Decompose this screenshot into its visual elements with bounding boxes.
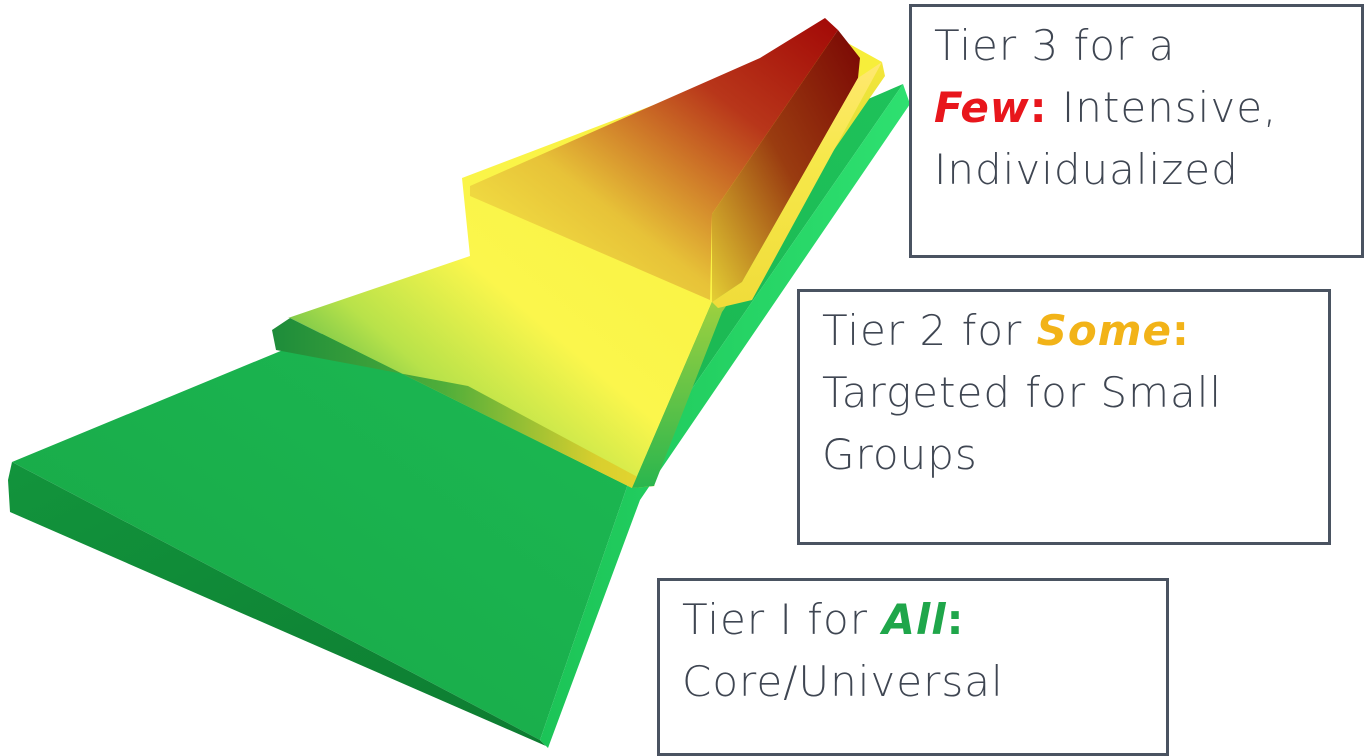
tier-1-step-side <box>540 84 910 748</box>
tier-3-step-face <box>712 62 882 308</box>
tier-3-keyword: Few <box>934 83 1030 132</box>
tier-2-prefix: Tier 2 for <box>822 306 1037 355</box>
tier-1-step-front <box>8 462 546 746</box>
tier-1-line-1: Tier I for All: <box>682 589 1166 651</box>
tier-3-prefix: Tier 3 for a <box>934 21 1176 70</box>
tier-2-step-side <box>632 62 885 488</box>
tier-3-step <box>470 18 882 308</box>
tier-2-label-box: Tier 2 for Some: Targeted for Small Grou… <box>797 289 1331 545</box>
tier-3-step-top <box>470 18 838 300</box>
tier-1-prefix: Tier I for <box>682 595 883 644</box>
tier-3-line-2: Few: Intensive, <box>934 77 1361 139</box>
tier-2-line-3: Groups <box>822 424 1328 486</box>
tier-3-colon: : <box>1029 83 1048 132</box>
tier-1-keyword: All <box>882 595 947 644</box>
tier-3-step-bevel <box>712 30 860 302</box>
tier-3-line-1: Tier 3 for a <box>934 15 1361 77</box>
tier-2-step-front <box>272 318 655 488</box>
tier-1-label-box: Tier I for All: Core/Universal <box>657 578 1169 756</box>
tier-3-label-box: Tier 3 for a Few: Intensive, Individuali… <box>909 4 1364 258</box>
tier-2-keyword: Some <box>1036 306 1173 355</box>
tier-3-description: Intensive, <box>1047 83 1278 132</box>
tier-2-detail: Groups <box>822 430 978 479</box>
tier-2-description: Targeted for Small <box>822 368 1223 417</box>
tier-1-colon: : <box>946 595 965 644</box>
tier-1-line-2: Core/Universal <box>682 651 1166 713</box>
tier-3-detail: Individualized <box>934 145 1239 194</box>
tier-2-line-2: Targeted for Small <box>822 362 1328 424</box>
tier-1-description: Core/Universal <box>682 657 1004 706</box>
tier-2-colon: : <box>1172 306 1190 355</box>
tier-3-line-3: Individualized <box>934 139 1361 201</box>
tier-2-line-1: Tier 2 for Some: <box>822 300 1328 362</box>
